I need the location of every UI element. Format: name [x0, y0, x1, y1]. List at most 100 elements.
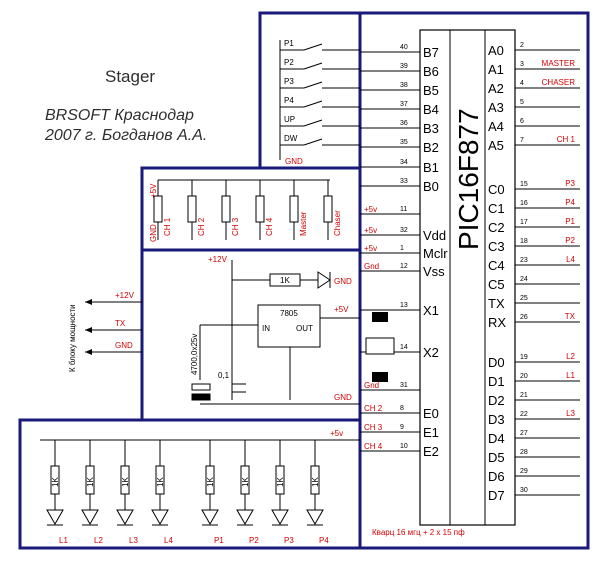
potentiometer-icon	[221, 195, 231, 223]
pin-number-19: 19	[520, 354, 528, 361]
pin-net-7: CH 1	[557, 135, 576, 144]
pin-net-4: CHASER	[542, 78, 576, 87]
pin-name-8: E0	[423, 406, 439, 421]
led-label-l2: L2	[94, 536, 103, 545]
pin-number-37: 37	[400, 101, 408, 108]
button-switch-icon	[303, 138, 323, 146]
button-label-dw: DW	[284, 134, 298, 143]
ext-line-label-1: TX	[115, 319, 126, 328]
pin-number-3: 3	[520, 61, 524, 68]
pin-name-37: B4	[423, 102, 439, 117]
pin-net-18: P2	[565, 236, 575, 245]
pin-name-D6: D6	[488, 469, 505, 484]
button-switch-icon	[303, 119, 323, 127]
led-label-l4: L4	[164, 536, 173, 545]
pin-number-10: 10	[400, 443, 408, 450]
pin-number-26: 26	[520, 314, 528, 321]
regulator-in-label: IN	[262, 324, 270, 333]
leds-frame	[18, 418, 362, 550]
pin-number-1: 1	[400, 245, 404, 252]
pin-number-11: 11	[400, 206, 407, 213]
pin-name-C2: C2	[488, 220, 505, 235]
pin-number-14: 14	[400, 344, 408, 351]
pin-net-11: +5v	[364, 205, 377, 214]
pin-name-10: E2	[423, 444, 439, 459]
credit-line-2: 2007 г. Богданов А.А.	[44, 127, 207, 144]
buttons-gnd-label: GND	[285, 157, 303, 166]
pin-number-23: 23	[520, 257, 528, 264]
led-icon	[116, 509, 134, 526]
pin-name-D3: D3	[488, 412, 505, 427]
pin-net-32: +5v	[364, 226, 377, 235]
pin-name-A3: A3	[488, 100, 504, 115]
diagram-title: Stager	[105, 67, 155, 86]
pin-name-D0: D0	[488, 355, 505, 370]
led-label-p4: P4	[319, 536, 329, 545]
led-icon	[271, 509, 289, 526]
ext-arrow-icon	[85, 327, 92, 333]
ext-arrow-icon	[85, 349, 92, 355]
button-label-p2: P2	[284, 58, 294, 67]
pin-number-25: 25	[520, 295, 528, 302]
power-frame	[140, 248, 362, 422]
led-label-p1: P1	[214, 536, 224, 545]
button-label-p4: P4	[284, 96, 294, 105]
pin-number-2: 2	[520, 42, 524, 49]
pin-name-D5: D5	[488, 450, 505, 465]
pin-net-22: L3	[566, 409, 575, 418]
pin-net-1: +5v	[364, 244, 377, 253]
cap-big-plate-1	[191, 383, 211, 391]
pin-number-21: 21	[520, 392, 528, 399]
pin-name-9: E1	[423, 425, 439, 440]
pin-number-9: 9	[400, 424, 404, 431]
potentiometer-icon	[255, 195, 265, 223]
potentiometer-icon	[153, 195, 163, 223]
pin-name-39: B6	[423, 64, 439, 79]
pin-number-15: 15	[520, 181, 528, 188]
crystal-note: Кварц 16 мгц + 2 х 15 пф	[372, 528, 465, 537]
pot-label-3: CH 4	[265, 217, 274, 236]
pin-number-18: 18	[520, 238, 528, 245]
led-resistor-label: 1K	[86, 477, 95, 487]
power-resistor-label: 1K	[280, 276, 290, 285]
pin-name-1: Mclr	[423, 246, 448, 261]
pin-name-C4: C4	[488, 258, 505, 273]
power-led-icon	[317, 271, 331, 289]
led-label-p2: P2	[249, 536, 259, 545]
pin-net-8: CH 2	[364, 404, 383, 413]
crystal-cap-1	[372, 312, 388, 322]
pin-number-22: 22	[520, 411, 528, 418]
led-label-p3: P3	[284, 536, 294, 545]
regulator-name: 7805	[280, 309, 298, 318]
led-icon	[201, 509, 219, 526]
pin-name-38: B5	[423, 83, 439, 98]
leds-supply-label: +5v	[330, 429, 343, 438]
ext-line-label-2: GND	[115, 341, 133, 350]
pin-number-38: 38	[400, 82, 408, 89]
pin-number-36: 36	[400, 120, 408, 127]
led-icon	[46, 509, 64, 526]
pin-number-35: 35	[400, 139, 408, 146]
pin-name-A5: A5	[488, 138, 504, 153]
chip-part-number: PIC16F877	[453, 108, 484, 250]
pin-name-TX: TX	[488, 296, 505, 311]
pin-net-19: L2	[566, 352, 575, 361]
button-label-p3: P3	[284, 77, 294, 86]
potentiometer-icon	[187, 195, 197, 223]
button-switch-icon	[303, 62, 323, 70]
pin-name-13: X1	[423, 303, 439, 318]
pin-number-5: 5	[520, 99, 524, 106]
led-resistor-label: 1K	[276, 477, 285, 487]
led-icon	[81, 509, 99, 526]
led-label-l1: L1	[59, 536, 68, 545]
pots-supply-label: +5V	[149, 183, 158, 198]
led-icon	[306, 509, 324, 526]
pin-number-27: 27	[520, 430, 528, 437]
pin-name-D4: D4	[488, 431, 505, 446]
pin-name-C3: C3	[488, 239, 505, 254]
